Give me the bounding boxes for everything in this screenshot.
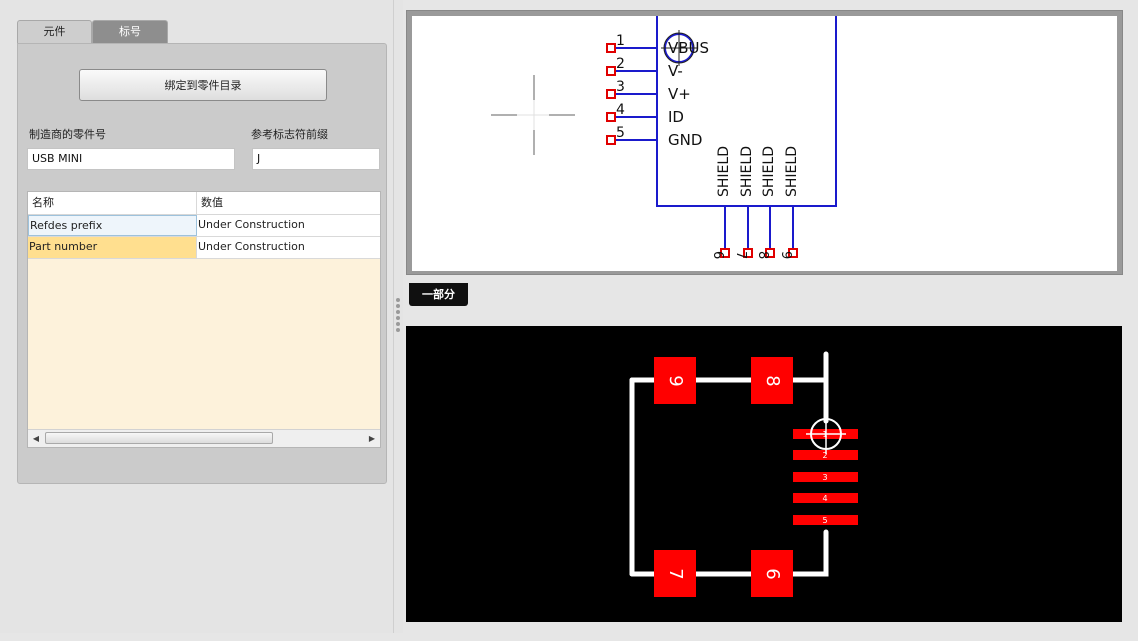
pcb-footprint-canvas[interactable]: 9 8 7 6 1 2 3 4 [406,326,1122,622]
grip-icon [396,316,400,320]
pad-number: 5 [822,516,827,525]
pin-number: 7 [733,251,748,259]
pad-number: 3 [822,473,827,482]
schematic-symbol: 1 VBUS 2 V- 3 V+ 4 ID [491,11,837,259]
pad-number: 6 [762,568,783,579]
pad-number: 7 [665,568,686,579]
pcb-pad-8[interactable]: 8 [751,357,793,404]
origin-crosshair-icon [491,75,575,155]
pad-number: 2 [822,451,827,460]
pin-number: 8 [755,251,770,259]
pin-label: SHIELD [739,146,755,197]
pin-number: 1 [616,33,625,49]
refdes-prefix-label: 参考标志符前缀 [251,128,328,141]
schematic-pin-7[interactable]: 7 SHIELD [733,146,755,259]
schematic-canvas[interactable]: 1 VBUS 2 V- 3 V+ 4 ID [412,11,1117,271]
pin-number: 3 [616,79,625,95]
pcb-pad-3[interactable]: 3 [793,472,858,482]
grip-icon [396,328,400,332]
pcb-pad-7[interactable]: 7 [654,550,696,597]
pcb-pad-2[interactable]: 2 [793,450,858,460]
cell-value[interactable]: Under Construction [198,240,305,253]
part-view-label[interactable]: 一部分 [409,283,468,306]
schematic-pin-8[interactable]: 8 SHIELD [755,146,777,259]
cell-name[interactable]: Part number [28,237,197,258]
pad-number: 8 [762,375,783,386]
pin-label: SHIELD [761,146,777,197]
table-row[interactable]: Refdes prefix Under Construction [28,215,380,237]
grip-icon [396,322,400,326]
scroll-left-icon[interactable]: ◀ [32,434,40,443]
pin-number: 2 [616,56,625,72]
pin-number: 9 [778,251,793,259]
footprint-origin-icon [806,414,846,454]
pane-splitter[interactable] [394,0,403,633]
pin-label: SHIELD [784,146,800,197]
column-header-name[interactable]: 名称 [28,192,197,214]
schematic-pin-9[interactable]: 9 SHIELD [778,146,800,259]
pcb-pad-9[interactable]: 9 [654,357,696,404]
property-grid: 名称 数值 Refdes prefix Under Construction P… [27,191,381,448]
grip-icon [396,304,400,308]
cell-name[interactable]: Refdes prefix [28,215,197,236]
inspector-pane: 元件 标号 绑定到零件目录 制造商的零件号 USB MINI 参考标志符前缀 J… [0,0,394,633]
schematic-pin-3[interactable]: 3 V+ [606,79,691,103]
bind-to-parts-catalog-button[interactable]: 绑定到零件目录 [79,69,327,101]
pin-label: GND [668,131,702,149]
schematic-view-frame: 1 VBUS 2 V- 3 V+ 4 ID [406,10,1123,275]
pin-number: 4 [616,102,625,118]
scrollbar-thumb[interactable] [45,432,273,444]
pin-label: ID [668,108,684,126]
pcb-pad-5[interactable]: 5 [793,515,858,525]
pcb-pad-6[interactable]: 6 [751,550,793,597]
pcb-footprint: 9 8 7 6 1 2 3 4 [629,351,858,597]
horizontal-scrollbar[interactable]: ◀ ▶ [28,429,380,447]
pin-label: VBUS [668,39,709,57]
schematic-pin-2[interactable]: 2 V- [606,56,683,80]
pin-label: V+ [668,85,691,103]
grip-icon [396,310,400,314]
scroll-right-icon[interactable]: ▶ [368,434,376,443]
tab-component[interactable]: 元件 [17,20,92,43]
pin-number: 5 [616,125,625,141]
table-row[interactable]: Part number Under Construction [28,237,380,259]
refdes-prefix-input[interactable]: J [252,148,380,170]
grid-header: 名称 数值 [28,192,380,215]
pin-number: 6 [710,251,725,259]
grip-icon [396,298,400,302]
schematic-pin-6[interactable]: 6 SHIELD [710,146,732,259]
pad-number: 4 [822,494,827,503]
pin-label: V- [668,62,683,80]
component-tab-panel: 绑定到零件目录 制造商的零件号 USB MINI 参考标志符前缀 J 名称 数值… [17,43,387,484]
schematic-pin-4[interactable]: 4 ID [606,102,684,126]
schematic-pin-1[interactable]: 1 VBUS [606,33,709,57]
pad-number: 9 [665,375,686,386]
schematic-pin-5[interactable]: 5 GND [606,125,702,149]
tab-label[interactable]: 标号 [92,20,168,43]
column-header-value[interactable]: 数值 [201,196,223,209]
cell-value[interactable]: Under Construction [198,218,305,231]
manufacturer-part-input[interactable]: USB MINI [27,148,235,170]
pin-label: SHIELD [716,146,732,197]
manufacturer-part-label: 制造商的零件号 [29,128,106,141]
pcb-pad-4[interactable]: 4 [793,493,858,503]
